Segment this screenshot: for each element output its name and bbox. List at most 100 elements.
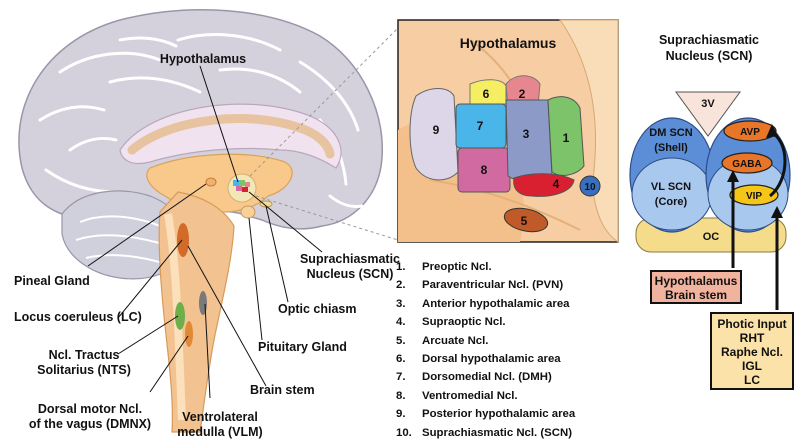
- region-number-8: 8: [481, 163, 488, 177]
- legend-num: 5.: [396, 334, 406, 347]
- legend-text: Suprachiasmatic Ncl. (SCN): [422, 426, 573, 439]
- legend-num: 3.: [396, 297, 406, 310]
- pituitary-shape: [240, 205, 256, 219]
- legend-text: Supraoptic Ncl.: [422, 316, 506, 329]
- region-number-2: 2: [519, 87, 526, 101]
- legend-num: 7.: [396, 371, 406, 384]
- dmnx-nucleus: [185, 321, 193, 347]
- scn-title-line1: Suprachiasmatic: [659, 33, 759, 47]
- vlm-line2: medulla (VLM): [177, 425, 263, 439]
- legend-text: Posterior hypothalamic area: [422, 408, 576, 421]
- region-number-10: 10: [584, 182, 596, 193]
- legend-num: 9.: [396, 408, 406, 421]
- pineal-shape: [205, 177, 217, 187]
- region-10-scn: [579, 175, 601, 197]
- gaba-label: GABA: [732, 159, 761, 170]
- inset-title: Hypothalamus: [460, 35, 557, 51]
- third-ventricle-label: 3V: [701, 98, 715, 110]
- nts-line1: Ncl. Tractus: [48, 348, 120, 362]
- dmnx-label: Dorsal motor Ncl. of the vagus (DMNX): [22, 402, 158, 432]
- photic-line2: RHT: [739, 331, 765, 345]
- scn-panel: [629, 91, 791, 310]
- scn-title-line2: Nucleus (SCN): [666, 49, 753, 63]
- legend-num: 8.: [396, 389, 406, 402]
- legend-item: 6. Dorsal hypothalamic area: [396, 350, 575, 368]
- legend-text: Ventromedial Ncl.: [422, 389, 518, 402]
- nts-line2: Solitarius (NTS): [37, 363, 131, 377]
- legend-text: Anterior hypothalamic area: [422, 297, 570, 310]
- legend-num: 4.: [396, 316, 406, 329]
- vip-oval: [729, 184, 779, 206]
- avp-label: AVP: [740, 127, 760, 138]
- legend-num: 10.: [396, 426, 412, 439]
- region-9-posterior: [409, 88, 459, 181]
- core-label-line2: (Core): [655, 196, 688, 208]
- input-box-line1: Hypothalamus: [654, 274, 738, 288]
- scn-brain-line2: Nucleus (SCN): [306, 267, 394, 281]
- gaba-oval: [721, 152, 773, 174]
- region-number-3: 3: [523, 127, 530, 141]
- photic-input-box: Photic Input RHT Raphe Ncl. IGL LC: [710, 312, 794, 390]
- hypothalamus-brainstem-input-box: Hypothalamus Brain stem: [650, 270, 742, 304]
- region-3-anterior: [505, 99, 553, 183]
- legend-text: Dorsal hypothalamic area: [422, 352, 561, 365]
- region-5-arcuate: [503, 207, 549, 233]
- pineal-gland-label: Pineal Gland: [14, 274, 90, 288]
- shell-label-line1: DM SCN: [649, 127, 692, 139]
- nts-nucleus: [175, 302, 185, 330]
- oc-label: OC: [703, 231, 720, 243]
- lc-nucleus: [177, 223, 189, 257]
- legend-item: 5. Arcuate Ncl.: [396, 332, 575, 350]
- region-legend: 1. Preoptic Ncl. 2. Paraventricular Ncl. (…: [396, 258, 575, 442]
- legend-num: 6.: [396, 352, 406, 365]
- legend-text: Dorsomedial Ncl. (DMH): [422, 371, 552, 384]
- photic-line4: IGL: [742, 359, 762, 373]
- region-number-9: 9: [433, 123, 440, 137]
- hypothalamus-label: Hypothalamus: [159, 52, 247, 66]
- legend-text: Paraventricular Ncl. (PVN): [422, 279, 564, 292]
- legend-item: 8. Ventromedial Ncl.: [396, 387, 575, 405]
- scn-brain-label: Suprachiasmatic Nucleus (SCN): [298, 252, 402, 282]
- legend-num: 2.: [396, 279, 406, 292]
- legend-item: 10. Suprachiasmatic Ncl. (SCN): [396, 424, 575, 442]
- region-number-4: 4: [553, 177, 560, 191]
- region-number-1: 1: [563, 131, 570, 145]
- scn-brain-line1: Suprachiasmatic: [299, 252, 401, 266]
- hypothalamus-inset: [397, 19, 619, 243]
- dmnx-line2: of the vagus (DMNX): [28, 417, 152, 431]
- legend-item: 9. Posterior hypothalamic area: [396, 405, 575, 423]
- optic-chiasm-label: Optic chiasm: [278, 302, 357, 316]
- region-number-5: 5: [521, 214, 528, 228]
- scn-left-core: [631, 157, 713, 231]
- nts-label: Ncl. Tractus Solitarius (NTS): [32, 348, 136, 378]
- third-ventricle: [675, 91, 741, 137]
- region-number-7: 7: [477, 119, 484, 133]
- vlm-label: Ventrolateral medulla (VLM): [168, 410, 272, 440]
- photic-line5: LC: [744, 373, 760, 387]
- legend-text: Preoptic Ncl.: [422, 261, 492, 273]
- photic-line1: Photic Input: [717, 317, 787, 331]
- pituitary-gland-label: Pituitary Gland: [258, 340, 347, 354]
- leader-lines: [87, 65, 323, 399]
- legend-item: 1. Preoptic Ncl.: [396, 258, 575, 276]
- region-number-6: 6: [483, 87, 490, 101]
- locus-coeruleus-label: Locus coeruleus (LC): [14, 310, 142, 324]
- input-box-line2: Brain stem: [664, 288, 728, 302]
- legend-item: 2. Paraventricular Ncl. (PVN): [396, 276, 575, 294]
- vip-label: VIP: [746, 191, 762, 202]
- legend-item: 7. Dorsomedial Ncl. (DMH): [396, 368, 575, 386]
- region-4-supraoptic: [513, 173, 575, 197]
- legend-text: Arcuate Ncl.: [422, 334, 489, 347]
- legend-item: 4. Supraoptic Ncl.: [396, 313, 575, 331]
- brain-stem-label: Brain stem: [250, 383, 315, 397]
- shell-label-line2: (Shell): [654, 142, 688, 154]
- photic-line3: Raphe Ncl.: [720, 345, 783, 359]
- brain-sagittal-illustration: [18, 9, 399, 433]
- core-label-line1: VL SCN: [651, 181, 691, 193]
- legend-num: 1.: [396, 261, 406, 273]
- dmnx-line1: Dorsal motor Ncl.: [37, 402, 143, 416]
- legend-item: 3. Anterior hypothalamic area: [396, 295, 575, 313]
- avp-oval: [723, 120, 777, 142]
